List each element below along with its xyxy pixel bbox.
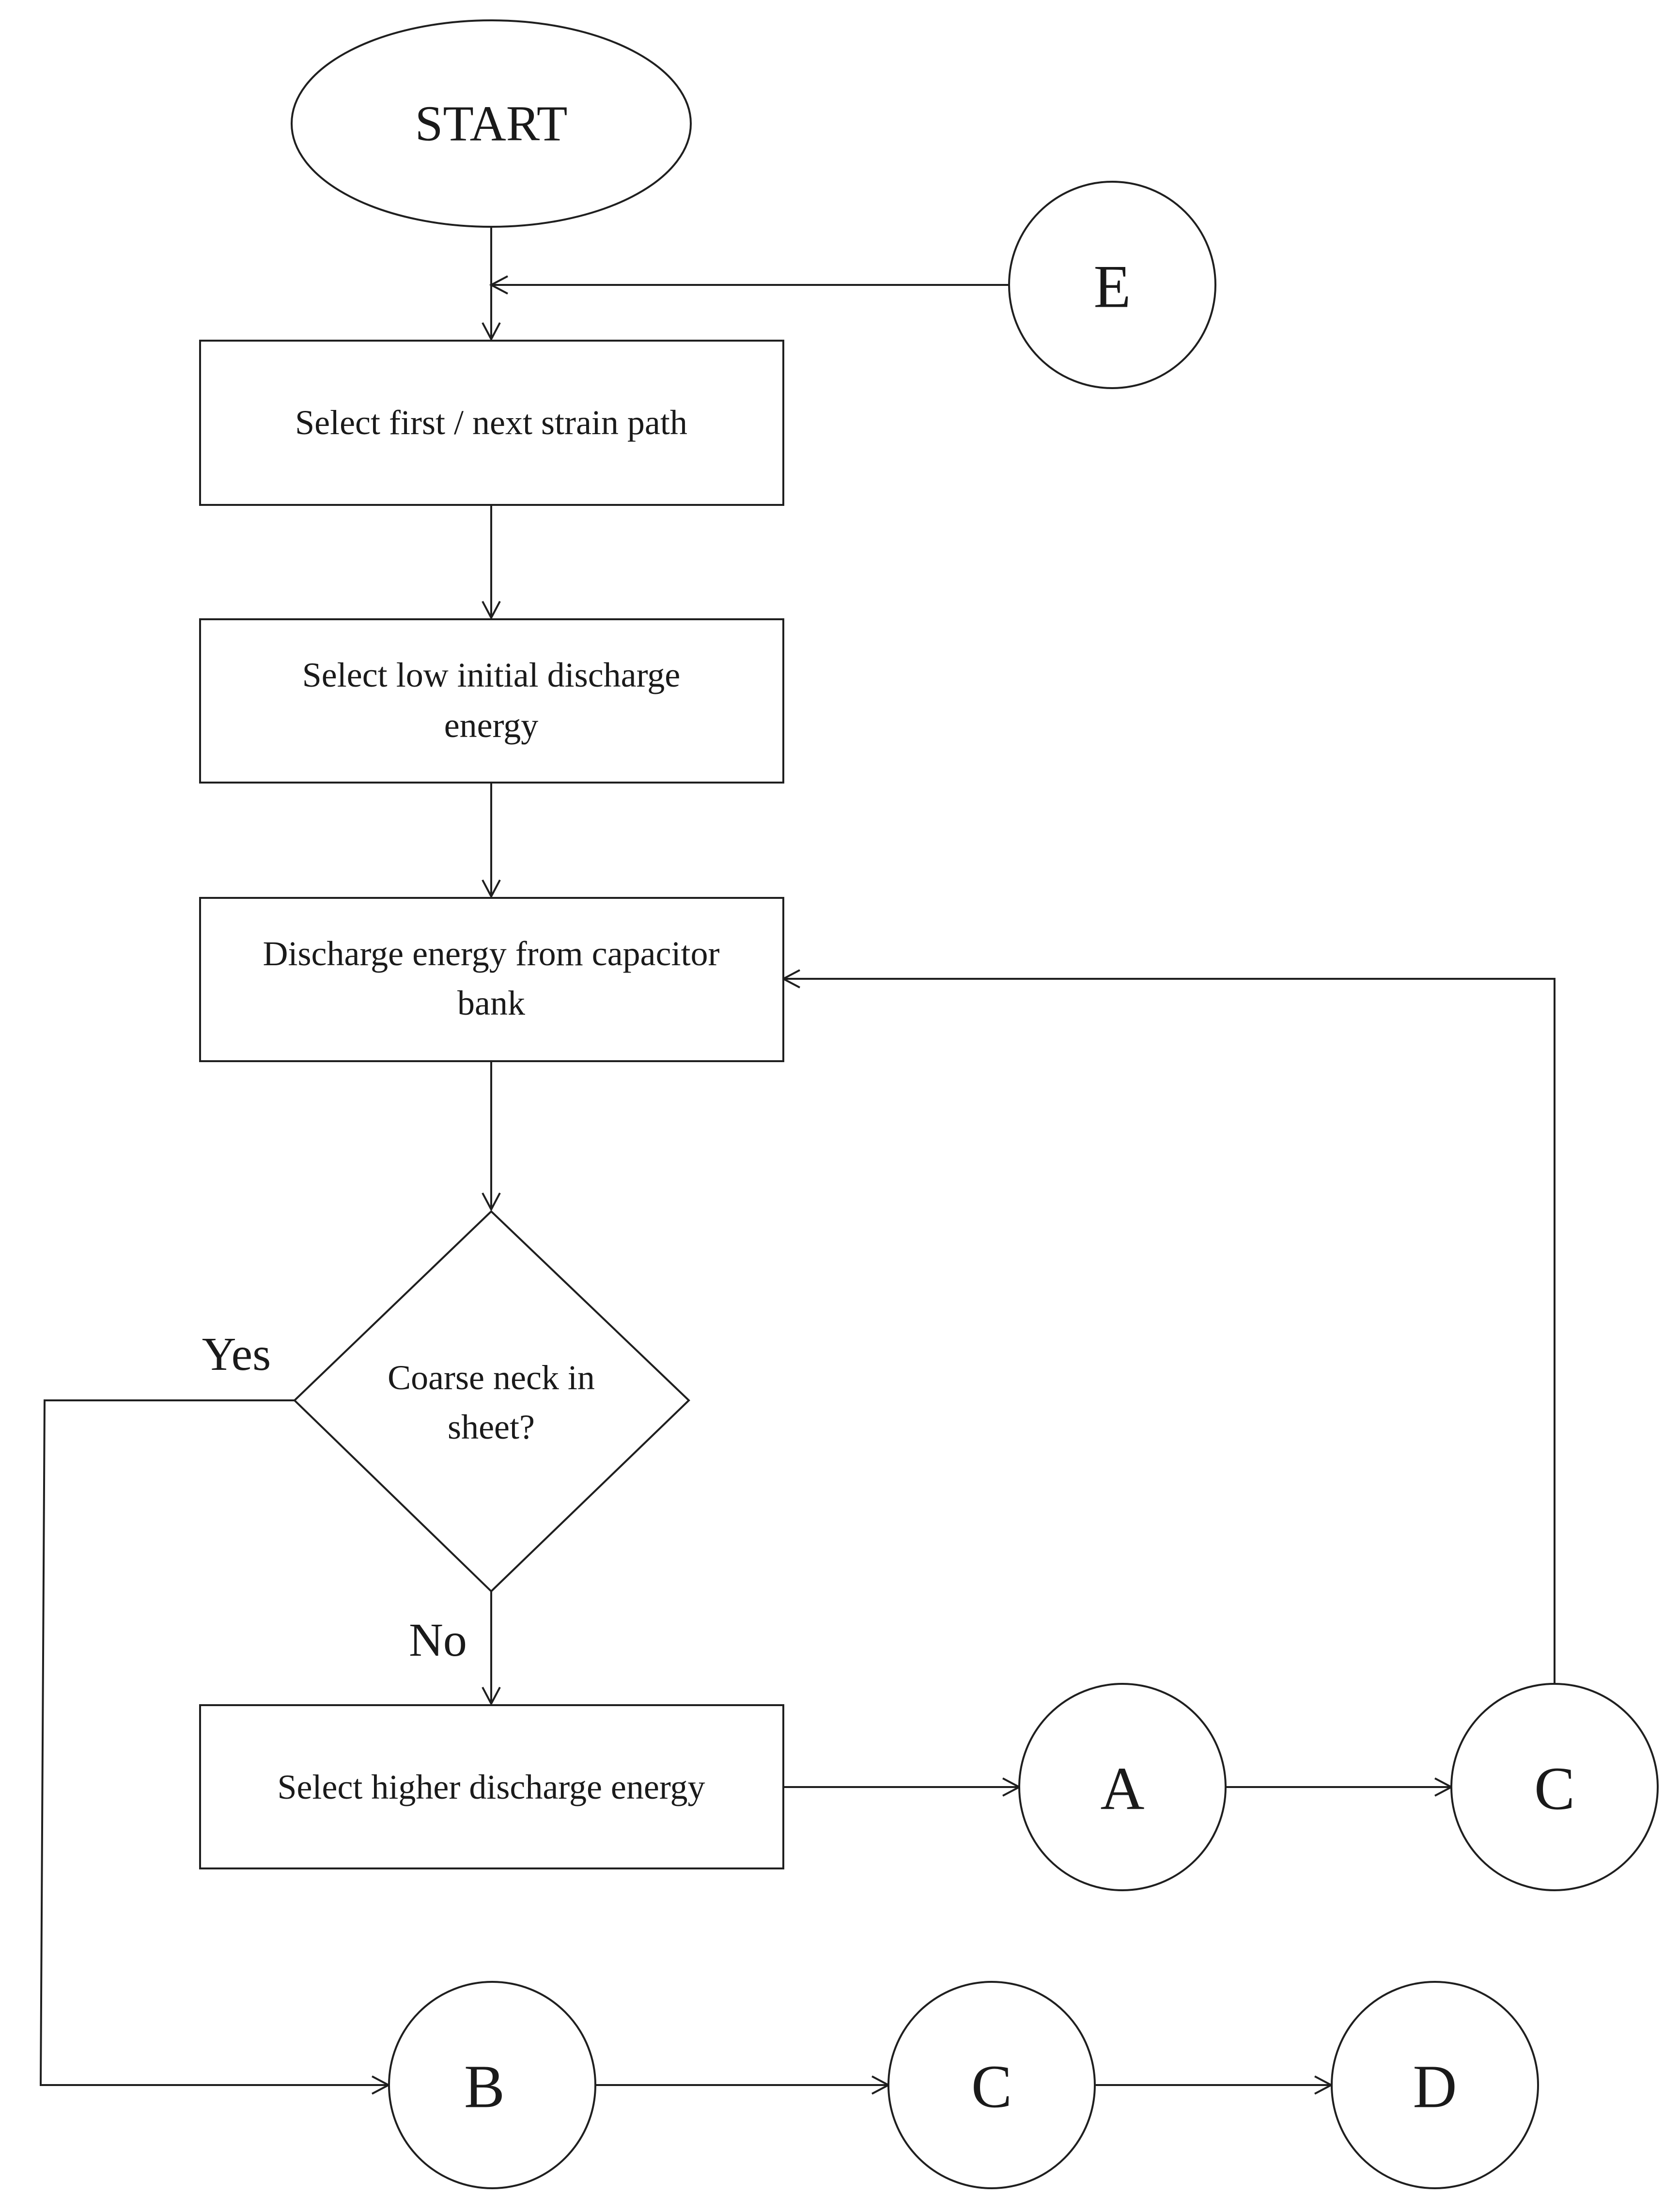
- connector-c-right: C: [1450, 1683, 1659, 1891]
- decision-label-line2: sheet?: [448, 1408, 535, 1446]
- start-label: START: [415, 96, 568, 152]
- decision-coarse-neck: Coarse neck in sheet?: [293, 1210, 690, 1593]
- discharge-label-line1: Discharge energy from capacitor: [263, 934, 720, 973]
- process-select-higher-energy: Select higher discharge energy: [199, 1704, 784, 1869]
- process-select-strain-path: Select first / next strain path: [199, 340, 784, 506]
- connector-c-right-label: C: [1534, 1756, 1575, 1823]
- connector-e: E: [1008, 181, 1216, 389]
- connector-a: A: [1018, 1683, 1227, 1891]
- higher-energy-label: Select higher discharge energy: [277, 1768, 705, 1806]
- edge-c-loop-to-discharge: [783, 979, 1556, 1684]
- connector-b-label: B: [464, 2054, 505, 2121]
- yes-label: Yes: [202, 1328, 271, 1381]
- low-energy-label-line2: energy: [444, 706, 539, 745]
- connector-c-bottom: C: [887, 1981, 1096, 2189]
- low-energy-label-line1: Select low initial discharge: [302, 656, 680, 694]
- connector-d-label: D: [1413, 2054, 1457, 2121]
- start-node: START: [291, 19, 692, 228]
- connector-b: B: [388, 1981, 596, 2189]
- decision-label-line1: Coarse neck in: [388, 1358, 595, 1397]
- discharge-label-line2: bank: [457, 984, 525, 1022]
- no-label: No: [409, 1614, 467, 1666]
- process-select-low-energy: Select low initial discharge energy: [199, 618, 784, 784]
- connector-d: D: [1331, 1981, 1539, 2189]
- connector-c-bottom-label: C: [971, 2054, 1012, 2121]
- process-discharge-energy: Discharge energy from capacitor bank: [199, 897, 784, 1062]
- strain-path-label: Select first / next strain path: [295, 403, 687, 442]
- connector-a-label: A: [1101, 1756, 1145, 1823]
- connector-e-label: E: [1094, 253, 1131, 321]
- edge-decision-yes-to-b: [39, 1399, 389, 2085]
